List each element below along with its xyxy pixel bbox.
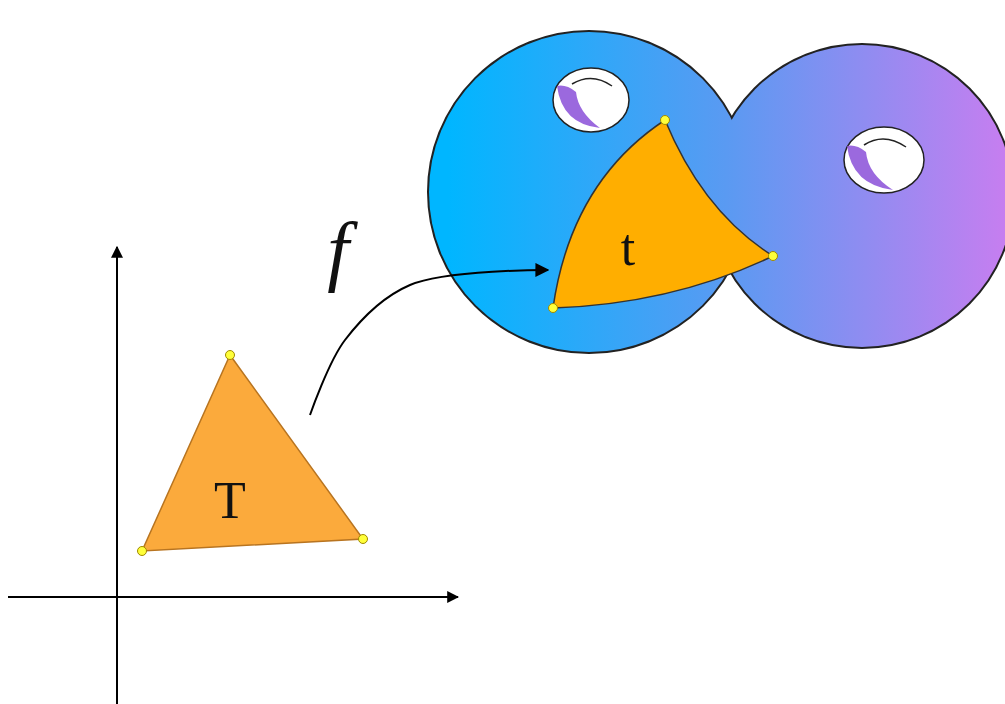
vertex-dot xyxy=(769,252,778,261)
x-axis xyxy=(8,596,458,598)
vertex-dot xyxy=(226,351,235,360)
shape-outline xyxy=(142,355,363,551)
vertex-dot xyxy=(549,304,558,313)
double-torus xyxy=(428,31,1005,353)
mapping-arrow xyxy=(310,270,548,415)
shape-label: t xyxy=(621,222,635,274)
shape-outline xyxy=(553,120,773,308)
map-name: f xyxy=(327,211,349,289)
y-axis xyxy=(116,247,118,704)
vertex-dot xyxy=(359,535,368,544)
vertex-dot xyxy=(138,547,147,556)
curved-triangle: t xyxy=(553,120,773,308)
domain-triangle: T xyxy=(142,355,363,551)
shape-fill xyxy=(142,355,363,551)
vertex-dot xyxy=(661,116,670,125)
shape-fill xyxy=(553,120,773,308)
shape-label: T xyxy=(214,475,246,527)
